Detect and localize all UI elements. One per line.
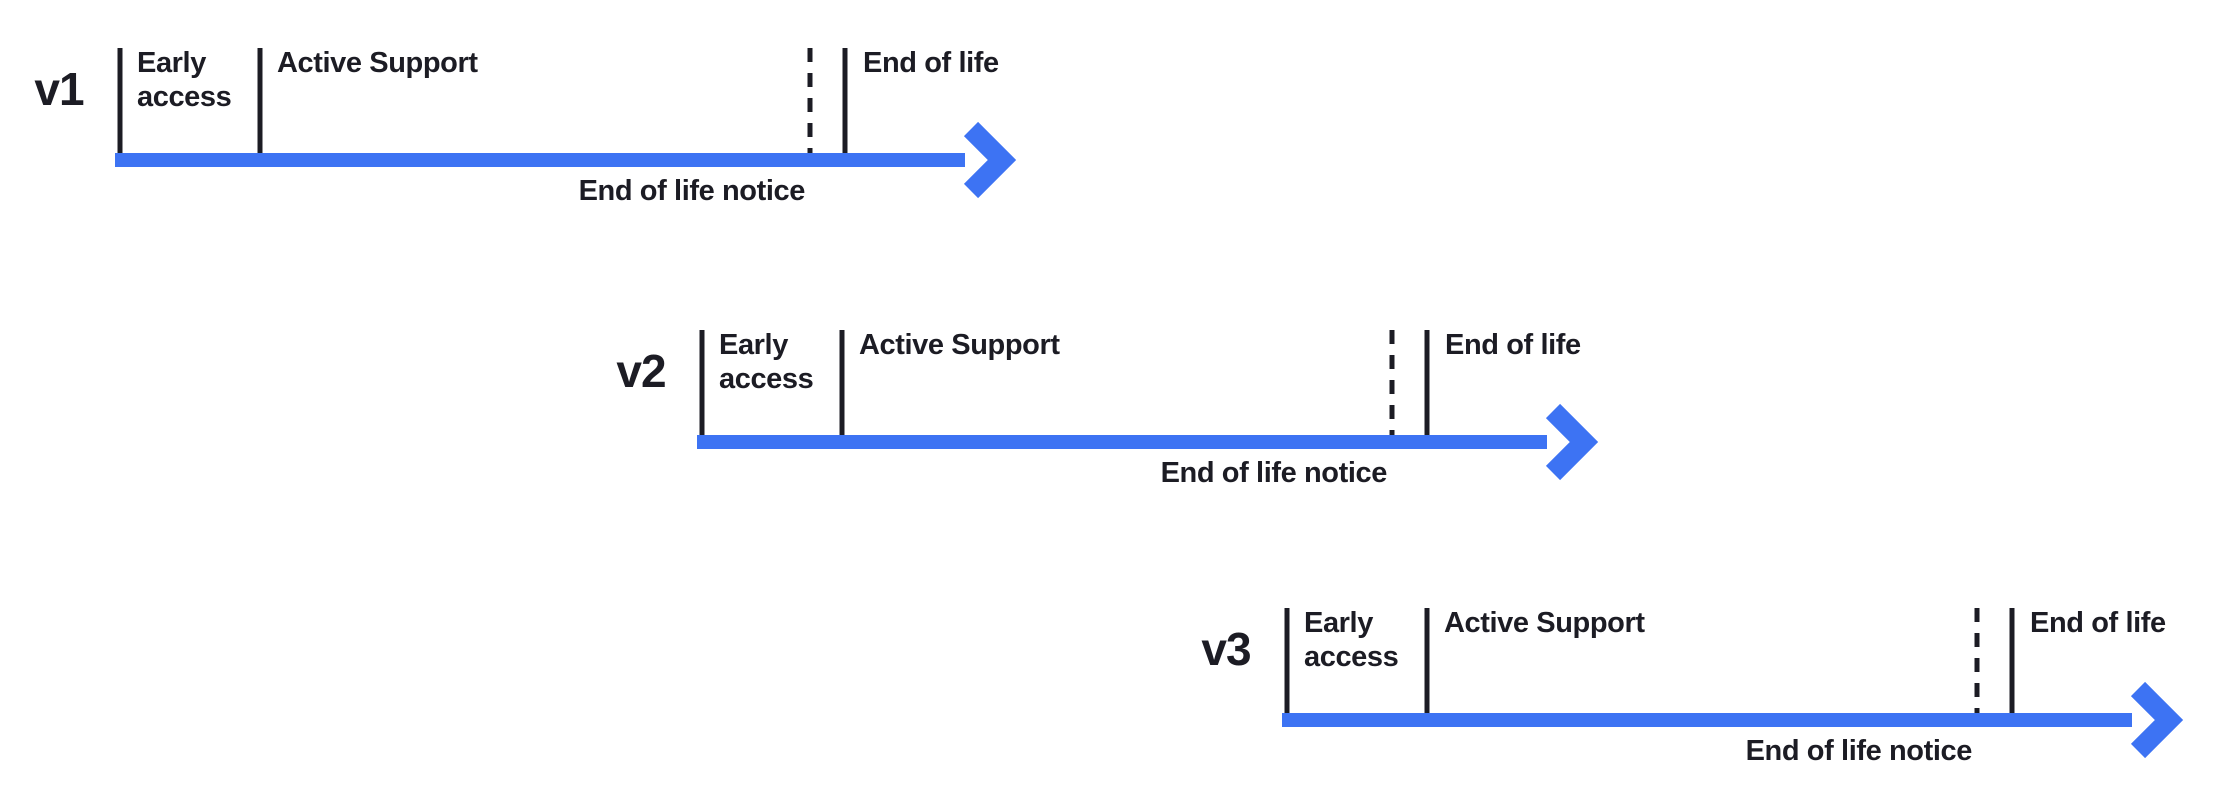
version-label: v2 <box>616 345 666 397</box>
arrow-right-icon <box>1545 403 1599 481</box>
early-access-label: Early access <box>137 47 232 113</box>
version-label: v3 <box>1201 623 1251 675</box>
end-of-life-notice-label: End of life notice <box>1745 735 1973 767</box>
active-support-label: Active Support <box>1444 607 1645 639</box>
timeline-v3-graphics <box>1282 608 2184 759</box>
timeline-v1-graphics <box>115 48 1017 199</box>
end-of-life-notice-label: End of life notice <box>1160 457 1388 489</box>
timeline-v1: v1 Early access Active Support End of li… <box>14 28 1104 220</box>
timeline-v2-graphics <box>697 330 1599 481</box>
end-of-life-label: End of life <box>2030 607 2166 639</box>
active-support-label: Active Support <box>859 329 1060 361</box>
early-access-label: Early access <box>719 329 814 395</box>
timeline-bar <box>1282 713 2132 727</box>
active-support-label: Active Support <box>277 47 478 79</box>
end-of-life-label: End of life <box>863 47 999 79</box>
timeline-bar <box>115 153 965 167</box>
end-of-life-notice-label: End of life notice <box>578 175 806 207</box>
version-label: v1 <box>34 63 84 115</box>
arrow-right-icon <box>963 121 1017 199</box>
early-access-label: Early access <box>1304 607 1399 673</box>
timeline-v2: v2 Early access Active Support End of li… <box>596 310 1686 502</box>
timeline-v3: v3 Early access Active Support End of li… <box>1181 588 2228 780</box>
timeline-bar <box>697 435 1547 449</box>
end-of-life-label: End of life <box>1445 329 1581 361</box>
arrow-right-icon <box>2130 681 2184 759</box>
